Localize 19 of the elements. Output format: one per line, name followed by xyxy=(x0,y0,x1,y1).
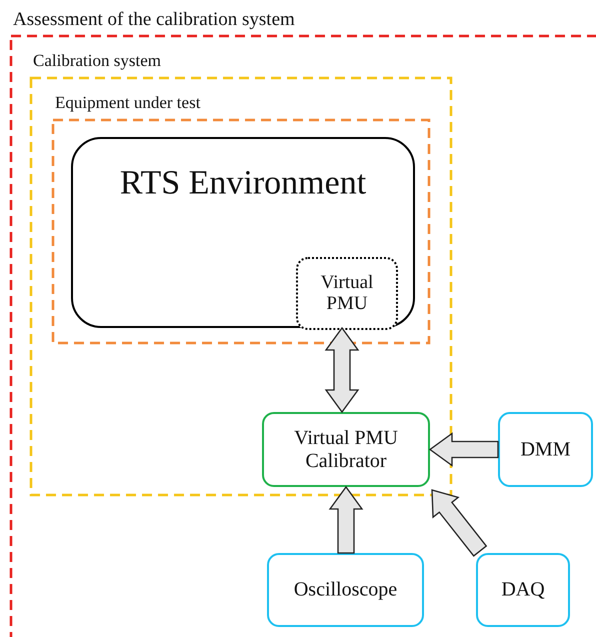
process-box xyxy=(262,412,430,487)
node-label: DAQ xyxy=(500,578,546,602)
group-heading: Calibration system xyxy=(33,52,161,71)
node-label: Virtual PMU xyxy=(320,272,374,316)
environment-box xyxy=(71,137,415,328)
node-label: DMM xyxy=(519,438,572,461)
block-arrow xyxy=(328,486,364,554)
block-arrow xyxy=(428,432,499,467)
node-label: Virtual PMU Calibrator xyxy=(293,426,399,472)
block-arrow xyxy=(324,326,360,414)
process-box xyxy=(267,553,424,627)
group-heading: Assessment of the calibration system xyxy=(13,10,295,31)
process-box xyxy=(296,257,398,330)
process-box xyxy=(498,412,593,487)
node-label: Oscilloscope xyxy=(292,578,398,602)
process-box xyxy=(476,553,570,627)
group-heading: Equipment under test xyxy=(55,94,200,113)
block-arrow xyxy=(431,489,488,557)
node-label: RTS Environment xyxy=(118,162,368,202)
